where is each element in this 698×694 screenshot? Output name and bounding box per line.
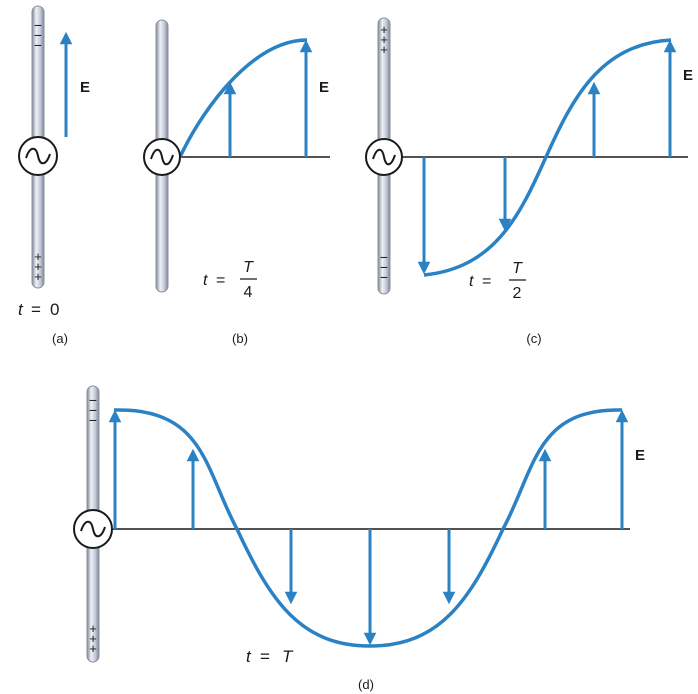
panel-b: E t = T 4 (b) xyxy=(143,19,330,346)
ac-source-icon xyxy=(143,138,181,176)
minus-charge: − xyxy=(89,412,97,428)
plus-charge: + xyxy=(89,621,97,636)
svg-text:T: T xyxy=(243,259,254,276)
minus-charge: − xyxy=(34,27,42,43)
time-label: t = T 2 xyxy=(469,260,526,302)
plus-charge: + xyxy=(34,249,42,264)
plus-charge: + xyxy=(380,32,388,47)
wave-curve xyxy=(423,38,672,277)
panel-d: − − − + + + E t = T (d) xyxy=(73,385,645,692)
field-label: E xyxy=(683,67,693,84)
svg-text:t: t xyxy=(469,273,474,290)
ac-source-icon xyxy=(73,509,113,549)
panel-c: + + + − − − E t = T 2 (c) xyxy=(365,17,693,346)
minus-charge: − xyxy=(89,402,97,418)
plus-charge: + xyxy=(380,42,388,57)
field-label: E xyxy=(635,447,645,464)
minus-charge: − xyxy=(34,17,42,33)
svg-text:=: = xyxy=(260,647,270,666)
svg-text:2: 2 xyxy=(513,285,522,302)
minus-charge: − xyxy=(89,392,97,408)
svg-text:t: t xyxy=(203,272,208,289)
svg-text:t: t xyxy=(246,647,252,666)
svg-text:4: 4 xyxy=(244,284,253,301)
svg-text:T: T xyxy=(282,647,294,666)
svg-text:t: t xyxy=(18,300,24,319)
minus-charge: − xyxy=(34,37,42,53)
panel-caption: (c) xyxy=(526,331,541,346)
plus-charge: + xyxy=(89,641,97,656)
svg-text:=: = xyxy=(482,273,491,290)
svg-text:=: = xyxy=(216,272,225,289)
minus-charge: − xyxy=(380,259,388,275)
svg-text:=: = xyxy=(31,300,41,319)
plus-charge: + xyxy=(34,259,42,274)
time-label: t = T 4 xyxy=(203,259,257,301)
plus-charge: + xyxy=(380,22,388,37)
panel-a: − − − + + + E t = 0 (a) xyxy=(18,5,90,346)
ac-source-icon xyxy=(365,138,403,176)
plus-charge: + xyxy=(89,631,97,646)
time-label: t = T xyxy=(246,647,294,666)
panel-caption: (d) xyxy=(358,677,374,692)
ac-source-icon xyxy=(18,136,58,176)
plus-charge: + xyxy=(34,269,42,284)
svg-text:T: T xyxy=(512,260,523,277)
minus-charge: − xyxy=(380,269,388,285)
wave-curve xyxy=(178,38,308,158)
minus-charge: − xyxy=(380,249,388,265)
panel-caption: (a) xyxy=(52,331,68,346)
time-label: t = 0 xyxy=(18,300,59,319)
svg-text:0: 0 xyxy=(50,300,59,319)
panel-caption: (b) xyxy=(232,331,248,346)
wave-curve xyxy=(113,408,623,648)
field-label: E xyxy=(80,79,90,96)
field-label: E xyxy=(319,79,329,96)
